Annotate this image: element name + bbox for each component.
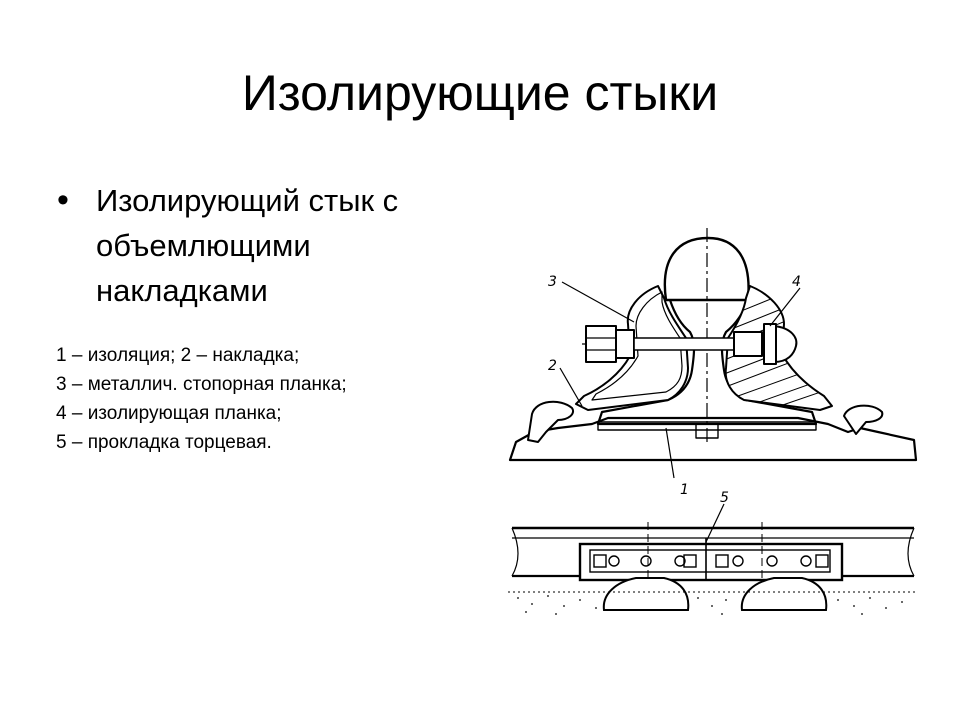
callout-label: 5 <box>720 490 729 506</box>
callout-label: 4 <box>792 274 801 290</box>
legend-line: 4 – изолирующая планка; <box>56 403 282 424</box>
callout-label: 2 <box>548 358 557 374</box>
bullet-line: Изолирующий стык с <box>96 183 399 218</box>
legend: 1 – изоляция; 2 – накладка; 3 – металлич… <box>56 341 347 457</box>
callout-label: 1 <box>680 482 689 498</box>
callout-label: 3 <box>548 274 557 290</box>
bullet-marker: • <box>57 181 69 219</box>
legend-line: 3 – металлич. стопорная планка; <box>56 374 347 395</box>
legend-line: 5 – прокладка торцевая. <box>56 432 272 453</box>
legend-line: 1 – изоляция; 2 – накладка; <box>56 345 300 366</box>
bullet-line: накладками <box>96 273 268 308</box>
bullet-text: Изолирующий стык с объемлющими накладкам… <box>96 178 441 313</box>
joint-cross-section-drawing: 3 4 2 1 <box>508 228 918 498</box>
bullet-line: объемлющими <box>96 228 311 263</box>
joint-side-view-drawing: 5 <box>508 490 916 615</box>
slide-title: Изолирующие стыки <box>241 65 719 121</box>
